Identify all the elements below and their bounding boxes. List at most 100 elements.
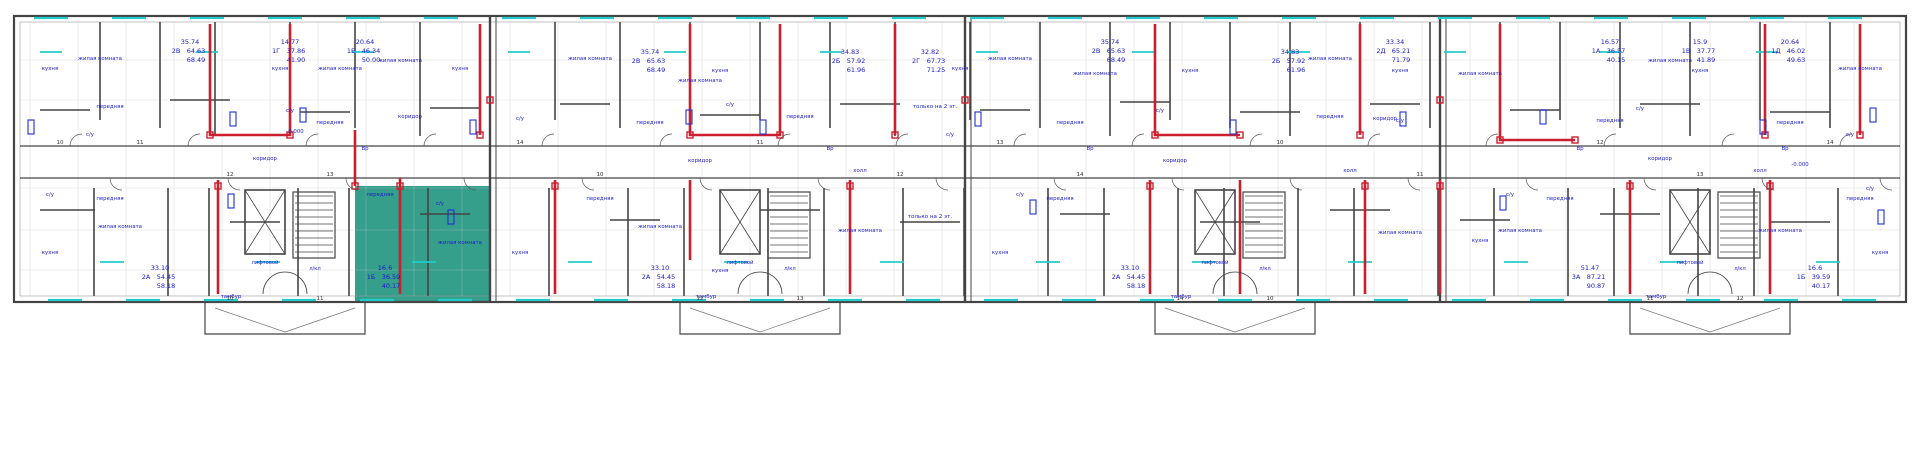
column-marker	[1496, 136, 1504, 144]
canopy-hatch	[1164, 307, 1236, 333]
column-marker	[961, 96, 969, 104]
apartment-living-area: 64.63	[187, 47, 206, 55]
door-swing	[1053, 177, 1067, 191]
stair-box	[1717, 191, 1761, 259]
axis-label-bottom: 12	[697, 296, 704, 302]
room-label-hall: передняя	[316, 120, 343, 126]
elevator-label: лифтовой	[1677, 259, 1704, 266]
elevator-label: лифтовой	[252, 259, 279, 266]
elevator-shaft	[719, 189, 761, 255]
apartment-area: 20.64	[356, 38, 375, 46]
apartment-living-area: 67.73	[927, 57, 946, 65]
building-outline	[12, 14, 1908, 304]
door-swing	[69, 133, 83, 147]
room-label-bath: с/у	[86, 132, 95, 138]
room-label-living: жилая комната	[988, 56, 1032, 62]
apartment-total-area: 40.15	[1607, 56, 1626, 64]
apartment-living-area: 54.45	[657, 273, 676, 281]
room-label-bath: с/у	[436, 201, 445, 207]
plumbing-riser	[974, 111, 982, 127]
room-label-hall: передняя	[636, 120, 663, 126]
apartment-area: 34.83	[841, 48, 860, 56]
apartment-living-area: 46.02	[1787, 47, 1806, 55]
room-label-living: жилая комната	[438, 240, 482, 246]
room-label-hall: передняя	[96, 196, 123, 202]
plumbing-riser	[759, 119, 767, 135]
apartment-area: 15.9	[1693, 38, 1707, 46]
entrance-canopy	[679, 302, 841, 335]
apartment-total-area: 40.17	[1812, 282, 1831, 290]
door-swing	[659, 133, 673, 147]
stair-label: л/кл	[1734, 266, 1746, 272]
room-label-living: жилая комната	[78, 56, 122, 62]
apartment-living-area: 65.21	[1392, 47, 1411, 55]
room-label-living: жилая комната	[1073, 71, 1117, 77]
apartment-area: 33.10	[651, 264, 670, 272]
door-swing	[1212, 271, 1258, 295]
room-label-second-floor: только на 2 эт.	[908, 214, 953, 220]
axis-label: 11	[137, 140, 144, 146]
room-label-corridor: коридор	[1163, 158, 1188, 164]
apartment-id: 1Б	[1797, 273, 1806, 281]
plumbing-riser	[1877, 209, 1885, 225]
apartment-living-area: 37.77	[1697, 47, 1716, 55]
apartment-id: 2В	[632, 57, 641, 65]
apartment-id: 2B	[172, 47, 181, 55]
room-label-corridor: коридор	[1373, 116, 1398, 122]
plumbing-riser	[1399, 111, 1407, 127]
door-swing	[1603, 133, 1617, 147]
vent-label: Вр	[826, 146, 834, 152]
column-marker	[1436, 182, 1444, 190]
room-label-bath: с/у	[1636, 106, 1645, 112]
apartment-living-area: 54.45	[1127, 273, 1146, 281]
tambur-label: тамбур	[1171, 294, 1192, 300]
room-label-kitchen: кухня	[712, 68, 728, 74]
column-marker	[396, 182, 404, 190]
apartment-living-area: 46.34	[362, 47, 381, 55]
room-label-hall: передняя	[586, 196, 613, 202]
room-label-kitchen: кухня	[1872, 250, 1888, 256]
apartment-living-area: 36.59	[382, 273, 401, 281]
apartment-area: 32.82	[921, 48, 940, 56]
door-swing	[1839, 133, 1853, 147]
room-label-kitchen: кухня	[712, 268, 728, 274]
stair-label: л/кл	[1259, 266, 1271, 272]
room-label-corridor: коридор	[398, 114, 423, 120]
apartment-id: 1Г	[272, 47, 280, 55]
plumbing-riser	[27, 119, 35, 135]
elevator-cross	[244, 189, 286, 255]
column-marker	[1151, 131, 1159, 139]
apartment-living-area: 57.92	[847, 57, 866, 65]
room-label-living: жилая комната	[638, 224, 682, 230]
room-label-living: жилая комната	[1498, 228, 1542, 234]
column-marker	[1236, 131, 1244, 139]
room-label-kitchen: кухня	[992, 250, 1008, 256]
axis-label: 12	[897, 172, 904, 178]
plumbing-riser	[1759, 119, 1767, 135]
room-label-hall: передняя	[1316, 114, 1343, 120]
column-marker	[1626, 182, 1634, 190]
axis-label: 12	[1597, 140, 1604, 146]
stair-label: л/кл	[309, 266, 321, 272]
column-marker	[1436, 96, 1444, 104]
apartment-id: 1Е	[347, 47, 355, 55]
vent-label: Вр	[361, 146, 369, 152]
door-swing	[227, 177, 241, 191]
elevator-shaft	[1669, 189, 1711, 255]
plumbing-riser	[229, 111, 237, 127]
column-marker	[891, 131, 899, 139]
axis-label: 14	[1827, 140, 1834, 146]
door-swing	[1879, 177, 1893, 191]
axis-label-bottom: 11	[317, 296, 324, 302]
apartment-id: 2Д	[1376, 47, 1385, 55]
stair-box	[1242, 191, 1286, 259]
axis-label: 11	[1417, 172, 1424, 178]
